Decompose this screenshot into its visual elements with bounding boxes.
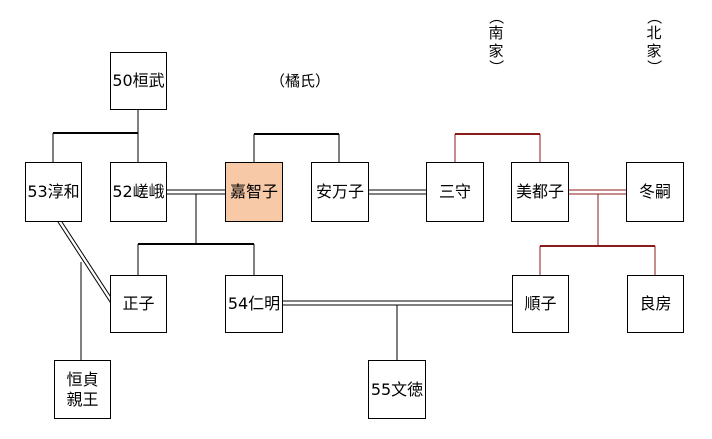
person-name-mitsuko: 美都子: [515, 182, 564, 201]
junna-masako-marriage-2: [61, 221, 117, 306]
hokke-char-1: 北: [646, 24, 662, 42]
person-box-junko: 順子: [512, 275, 569, 333]
person-name-montoku: 55文徳: [370, 379, 424, 399]
person-box-fuyutsugu: 冬嗣: [626, 162, 684, 222]
person-box-saga: 52嵯峨: [110, 162, 167, 222]
person-name-yoshifusa: 良房: [639, 294, 672, 313]
person-name-junna: 53淳和: [27, 182, 80, 201]
hokke-open-paren: （: [645, 9, 663, 25]
person-name-yasumaroko: 安万子: [315, 182, 364, 201]
hokke-char-2: 家: [646, 42, 662, 60]
person-box-yasumaroko: 安万子: [311, 162, 369, 222]
nanke-char-1: 南: [488, 24, 504, 42]
person-box-kanmu: 50桓武: [110, 52, 167, 110]
person-box-mitsuko: 美都子: [511, 162, 569, 222]
person-name-saga: 52嵯峨: [112, 182, 165, 201]
hokke-close-paren: ）: [645, 59, 663, 75]
person-box-mimori: 三守: [426, 162, 484, 222]
person-box-masako: 正子: [110, 275, 167, 333]
nanke-close-paren: ）: [487, 59, 505, 75]
person-box-montoku: 55文徳: [368, 360, 426, 419]
person-name-kachiko: 嘉智子: [229, 182, 278, 201]
person-name-kanmu: 50桓武: [112, 71, 165, 90]
person-box-junna: 53淳和: [25, 162, 82, 222]
person-name-tsunesada-line1: 恒貞: [66, 369, 99, 389]
person-name-tsunesada-line2: 親王: [66, 389, 99, 409]
tachibana-clan-label: （橘氏）: [270, 72, 331, 90]
person-box-kachiko: 嘉智子: [225, 162, 283, 222]
person-box-tsunesada: 恒貞 親王: [54, 360, 111, 419]
person-name-masako: 正子: [122, 294, 155, 313]
person-name-fuyutsugu: 冬嗣: [638, 182, 671, 201]
nanke-char-2: 家: [488, 42, 504, 60]
junna-masako-marriage-1: [57, 221, 113, 306]
nanke-open-paren: （: [487, 9, 505, 25]
person-name-junko: 順子: [524, 294, 557, 313]
person-box-yoshifusa: 良房: [627, 275, 684, 333]
person-name-mimori: 三守: [438, 182, 471, 201]
nanke-clan-label: （ 南 家 ）: [486, 9, 506, 75]
person-box-ninmyo: 54仁明: [225, 275, 283, 333]
person-name-ninmyo: 54仁明: [227, 294, 281, 313]
hokke-clan-label: （ 北 家 ）: [644, 9, 664, 75]
